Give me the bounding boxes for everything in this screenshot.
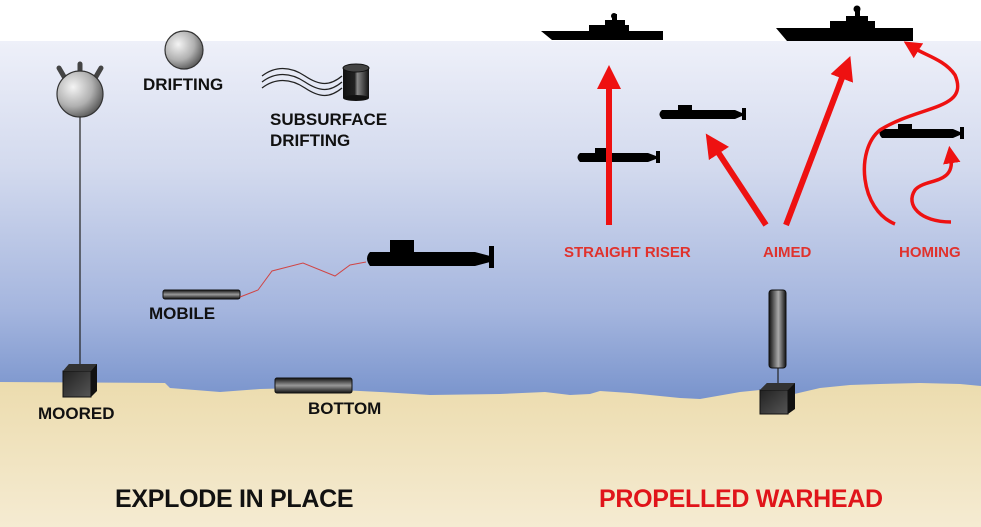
section-title-propelled-warhead: PROPELLED WARHEAD <box>599 485 883 513</box>
label-homing: HOMING <box>899 244 961 261</box>
label-moored: MOORED <box>38 404 115 423</box>
submarine-aimed-target <box>659 105 746 120</box>
arrow-homing-to-sub <box>910 145 961 224</box>
bottom-mine <box>274 377 353 394</box>
submarine-homing-target <box>879 124 964 139</box>
propelled-warhead-mine <box>759 289 795 415</box>
guide-wire <box>239 261 367 298</box>
arrow-homing-to-ship <box>862 41 960 226</box>
section-title-explode-in-place: EXPLODE IN PLACE <box>115 485 354 513</box>
surface-ship-left <box>541 13 663 40</box>
label-subsurface-drifting: DRIFTING <box>270 131 351 150</box>
mobile-mine <box>162 289 241 300</box>
label-aimed: AIMED <box>763 244 812 261</box>
water <box>0 41 981 401</box>
label-drifting: DRIFTING <box>143 75 224 94</box>
drifting-mine <box>164 30 204 70</box>
label-bottom: BOTTOM <box>308 399 382 418</box>
seabed <box>0 382 981 527</box>
subsurface-drifting-mine <box>261 67 343 97</box>
arrow-aimed-to-sub <box>705 133 769 227</box>
submarine-large <box>367 240 494 268</box>
submarine-riser-target <box>577 148 660 163</box>
arrow-aimed-to-ship <box>783 55 854 227</box>
label-mobile: MOBILE <box>149 304 216 323</box>
label-subsurface: SUBSURFACE <box>270 110 388 129</box>
surface-ship-right <box>776 5 913 41</box>
moored-mine <box>56 61 104 398</box>
label-straight-riser: STRAIGHT RISER <box>564 244 691 261</box>
subsurface-drum <box>342 63 370 101</box>
